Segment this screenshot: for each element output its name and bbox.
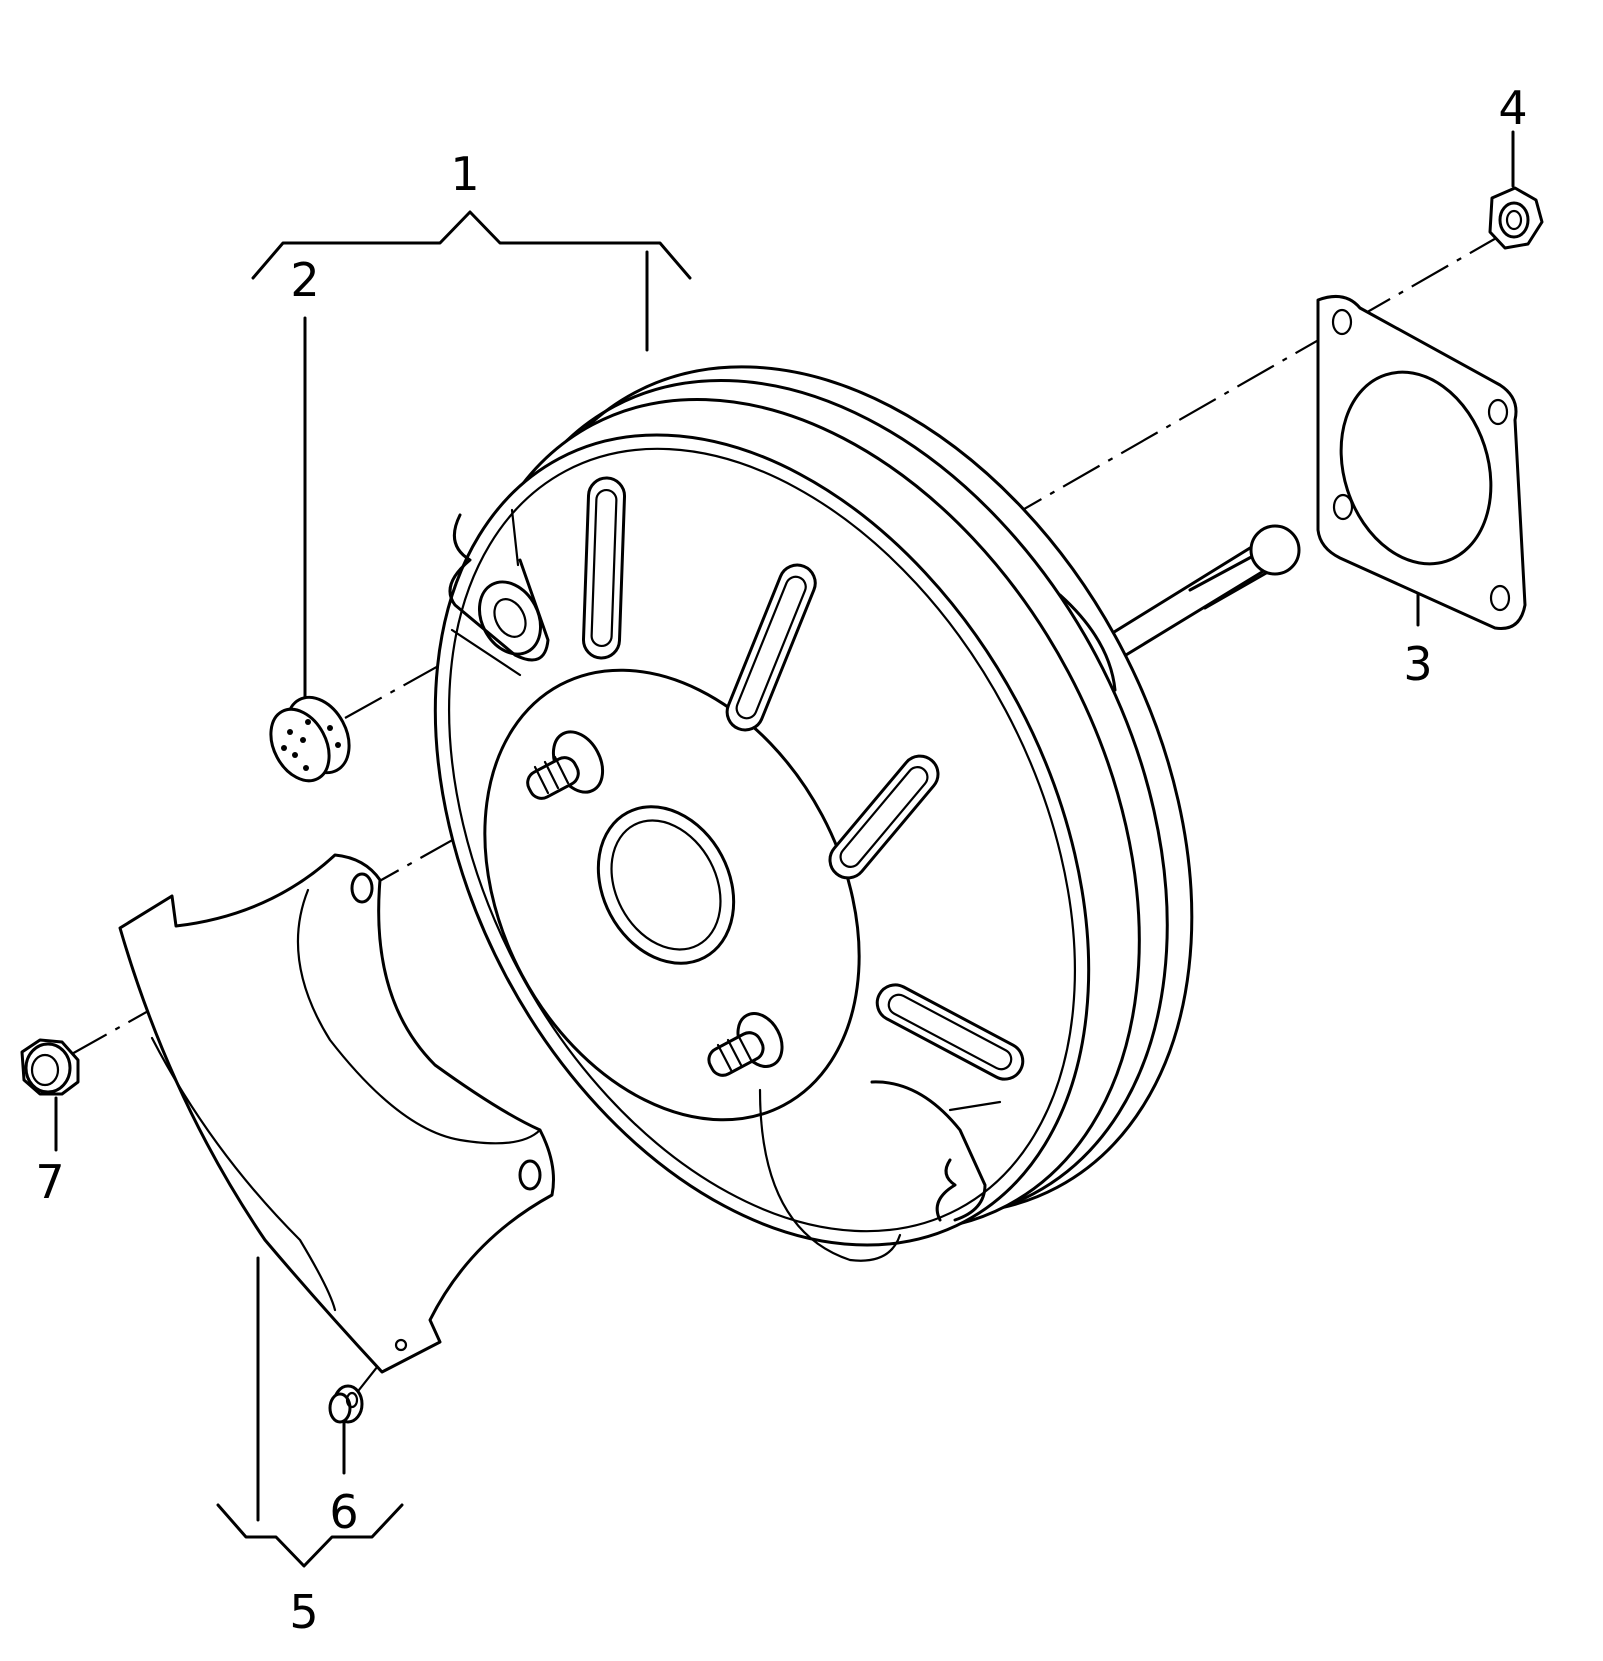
- axis-rod-to-nut: [1004, 232, 1506, 521]
- callout-3: 3: [1403, 637, 1432, 691]
- grommet: [269, 695, 351, 783]
- booster-lug-upper: [448, 508, 550, 677]
- callout-7: 7: [35, 1155, 64, 1209]
- hex-bolt: [20, 1038, 80, 1096]
- callout-6: 6: [329, 1485, 358, 1539]
- brake-booster: [433, 365, 1301, 1262]
- leader-lines: [54, 130, 1515, 1568]
- gasket: [1316, 294, 1527, 631]
- booster-stud-lower: [707, 1012, 784, 1077]
- callout-labels: 1 2 3 4 5 6 7: [35, 81, 1527, 1639]
- flange-nut: [1488, 186, 1544, 250]
- booster-stud-upper: [526, 730, 605, 800]
- bracket-5: [216, 1503, 404, 1568]
- callout-2: 2: [290, 253, 319, 307]
- booster-lug-lower: [758, 1080, 1002, 1262]
- callout-4: 4: [1498, 81, 1527, 135]
- clip: [328, 1384, 364, 1424]
- callout-1: 1: [450, 147, 479, 201]
- bracket-1: [251, 210, 692, 280]
- booster-slots: [581, 476, 1025, 1081]
- heat-shield: [118, 853, 555, 1374]
- callout-5: 5: [289, 1585, 318, 1639]
